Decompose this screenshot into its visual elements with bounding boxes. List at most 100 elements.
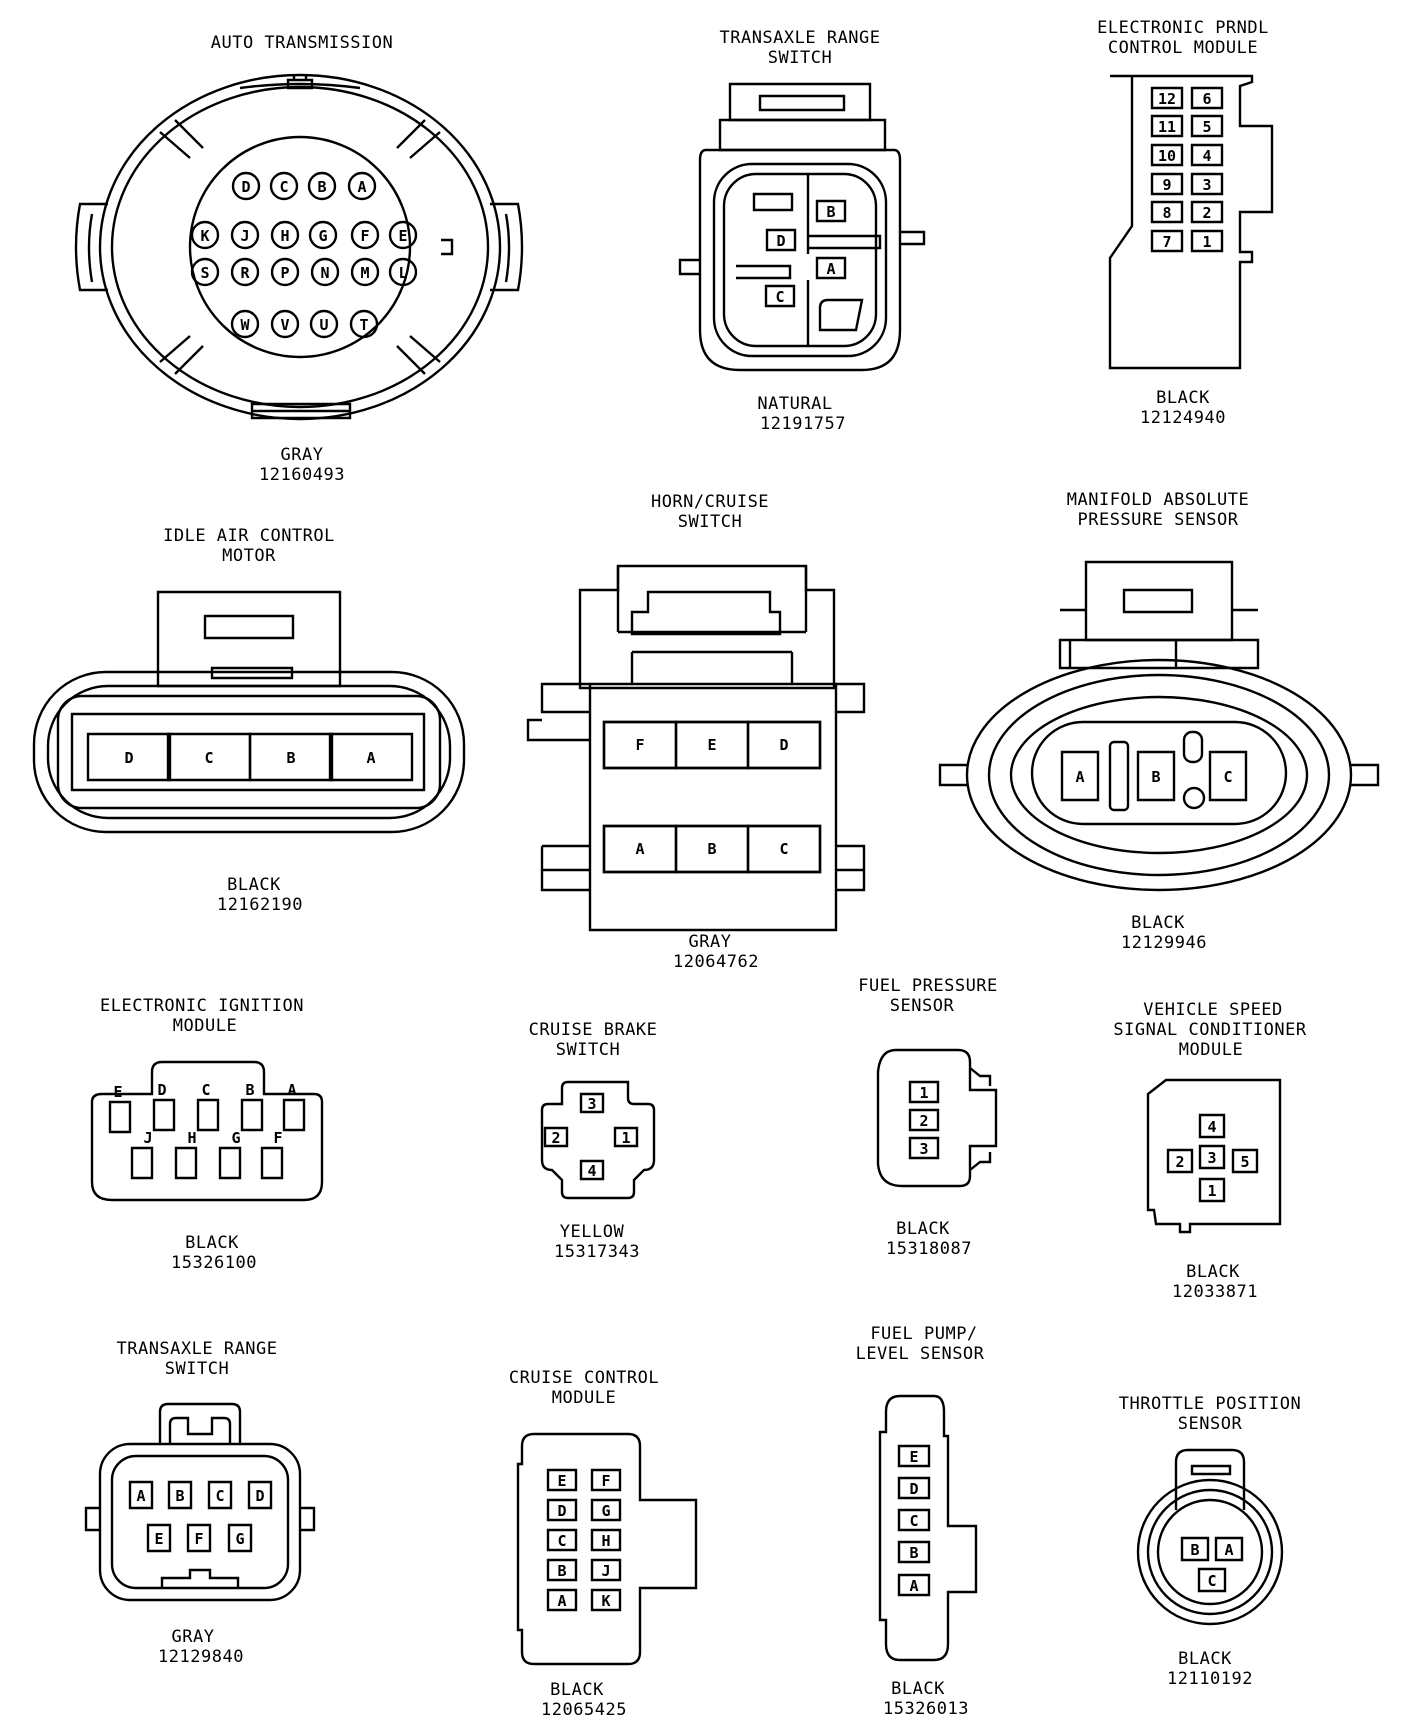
eim-title: ELECTRONIC IGNITION xyxy=(100,996,304,1016)
pin-cavity xyxy=(229,1525,251,1551)
fpls-title-2: LEVEL SENSOR xyxy=(855,1344,985,1364)
pin-label: K xyxy=(601,1592,610,1610)
pin-cavity xyxy=(581,1161,603,1179)
pin-cavity xyxy=(192,259,218,285)
pin-label: 10 xyxy=(1158,147,1176,165)
pin-label: D xyxy=(157,1081,166,1099)
pin-cavity xyxy=(272,259,298,285)
prndl-title-2: CONTROL MODULE xyxy=(1107,38,1259,58)
fps-title: FUEL PRESSURE xyxy=(858,976,998,996)
pin-label: W xyxy=(240,316,250,334)
pin-cavity xyxy=(1152,116,1182,136)
pin-cavity xyxy=(592,1590,620,1610)
pin-cavity xyxy=(349,173,375,199)
transaxle-range-switch-1-part: 12191757 xyxy=(760,414,846,434)
eim-color: BLACK xyxy=(185,1233,239,1253)
pin-label: 3 xyxy=(919,1140,928,1158)
pin-label: 8 xyxy=(1162,204,1171,222)
pin-cavity xyxy=(1152,202,1182,222)
pin-label: B xyxy=(245,1081,254,1099)
pin-label: A xyxy=(635,840,644,858)
pin-cavity xyxy=(352,259,378,285)
pin-cavity xyxy=(130,1482,152,1508)
pin-cavity xyxy=(309,173,335,199)
pin-label: H xyxy=(601,1532,610,1550)
pin-cavity xyxy=(899,1446,929,1466)
pin-label: M xyxy=(360,264,369,282)
pin-cavity xyxy=(390,222,416,248)
map-sensor-title: MANIFOLD ABSOLUTE xyxy=(1066,490,1250,510)
pin-label: 2 xyxy=(919,1112,928,1130)
pin-cavity xyxy=(198,1100,218,1130)
pin-cavity xyxy=(899,1510,929,1530)
fpls-title: FUEL PUMP/ xyxy=(870,1324,978,1344)
pin-label: C xyxy=(909,1512,918,1530)
pin-cavity xyxy=(1192,202,1222,222)
pin-label: 1 xyxy=(1202,233,1211,251)
pin-label: D xyxy=(779,736,788,754)
pin-label: 1 xyxy=(1207,1182,1216,1200)
pin-label: E xyxy=(113,1083,122,1101)
horn-cruise-color: GRAY xyxy=(688,932,732,952)
pin-cavity xyxy=(250,734,332,780)
pin-cavity xyxy=(169,1482,191,1508)
pin-label: A xyxy=(287,1081,296,1099)
pin-cavity xyxy=(1192,88,1222,108)
pin-label: E xyxy=(154,1530,163,1548)
pin-label: F xyxy=(635,736,644,754)
transaxle-range-switch-2-part: 12129840 xyxy=(158,1647,244,1667)
pin-cavity xyxy=(1062,752,1098,800)
pin-label: 4 xyxy=(587,1162,596,1180)
pin-label: C xyxy=(215,1487,224,1505)
pin-label: C xyxy=(775,288,784,306)
pin-cavity xyxy=(548,1560,576,1580)
tps-part: 12110192 xyxy=(1167,1669,1253,1689)
pin-cavity xyxy=(1200,1146,1224,1168)
pin-label: K xyxy=(200,227,209,245)
pin-cavity xyxy=(1210,752,1246,800)
pin-cavity xyxy=(548,1470,576,1490)
pin-label: G xyxy=(231,1129,240,1147)
vss-color: BLACK xyxy=(1186,1262,1240,1282)
pin-cavity xyxy=(188,1525,210,1551)
pin-label: L xyxy=(398,264,407,282)
pin-label: V xyxy=(280,316,289,334)
pin-label: C xyxy=(779,840,788,858)
pin-cavity xyxy=(284,1100,304,1130)
pin-label: F xyxy=(601,1472,610,1490)
pin-cavity xyxy=(1138,752,1174,800)
pin-cavity xyxy=(910,1082,938,1102)
pin-label: 3 xyxy=(587,1095,596,1113)
pin-label: A xyxy=(1075,768,1084,786)
pin-label: 2 xyxy=(1175,1153,1184,1171)
vss-title: VEHICLE SPEED xyxy=(1143,1000,1283,1020)
pin-label: B xyxy=(909,1544,918,1562)
pin-label: A xyxy=(557,1592,566,1610)
pin-label: E xyxy=(707,736,716,754)
pin-cavity xyxy=(910,1138,938,1158)
pin-label: 7 xyxy=(1162,233,1171,251)
pin-cavity xyxy=(910,1110,938,1130)
pin-label: P xyxy=(280,264,289,282)
pin-cavity xyxy=(232,311,258,337)
pin-label: A xyxy=(366,749,375,767)
pin-label: J xyxy=(601,1562,610,1580)
pin-label: S xyxy=(200,264,209,282)
ccm-title-2: MODULE xyxy=(551,1388,617,1408)
pin-cavity xyxy=(148,1525,170,1551)
pin-cavity xyxy=(748,826,820,872)
pin-cavity xyxy=(817,258,845,278)
vss-part: 12033871 xyxy=(1172,1282,1258,1302)
pin-label: C xyxy=(204,749,213,767)
pin-cavity xyxy=(249,1482,271,1508)
pin-cavity xyxy=(1192,116,1222,136)
pin-label: 2 xyxy=(551,1129,560,1147)
pin-cavity xyxy=(110,1102,130,1132)
transaxle-range-switch-2-color: GRAY xyxy=(171,1627,215,1647)
